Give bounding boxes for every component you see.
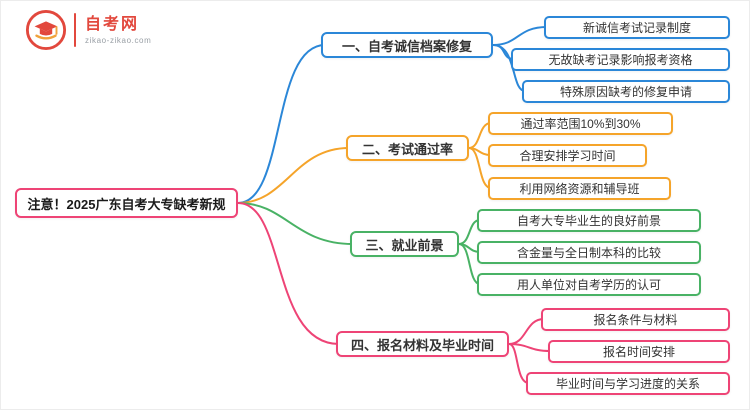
child-node-3-3[interactable]: 用人单位对自考学历的认可 (477, 273, 701, 296)
branch-node-4[interactable]: 四、报名材料及毕业时间 (336, 331, 509, 357)
logo-domain: zikao-zikao.com (85, 35, 152, 45)
branch-node-2[interactable]: 二、考试通过率 (346, 135, 469, 161)
site-logo: 自考网 zikao-zikao.com (25, 9, 151, 51)
root-node[interactable]: 注意！2025广东自考大专缺考新规 (15, 188, 238, 218)
logo-divider (74, 13, 76, 47)
child-node-3-1[interactable]: 自考大专毕业生的良好前景 (477, 209, 701, 232)
logo-title: 自考网 (85, 15, 140, 33)
edge-branch4-child1 (508, 318, 545, 345)
child-node-2-2[interactable]: 合理安排学习时间 (488, 144, 647, 167)
logo-text: 自考网 zikao-zikao.com (85, 15, 151, 46)
edge-root-branch1 (237, 44, 326, 204)
child-node-4-1[interactable]: 报名条件与材料 (541, 308, 730, 331)
edge-root-branch4 (237, 202, 340, 345)
child-node-1-2[interactable]: 无故缺考记录影响报考资格 (511, 48, 730, 71)
child-node-1-1[interactable]: 新诚信考试记录制度 (544, 16, 730, 39)
edge-branch4-child2 (508, 343, 551, 352)
child-node-1-3[interactable]: 特殊原因缺考的修复申请 (522, 80, 730, 103)
branch-node-3[interactable]: 三、就业前景 (350, 231, 459, 257)
child-node-4-2[interactable]: 报名时间安排 (548, 340, 730, 363)
edge-root-branch2 (237, 147, 350, 204)
edge-branch1-child1 (492, 26, 548, 46)
branch-node-1[interactable]: 一、自考诚信档案修复 (321, 32, 493, 58)
child-node-2-3[interactable]: 利用网络资源和辅导班 (488, 177, 671, 200)
child-node-4-3[interactable]: 毕业时间与学习进度的关系 (526, 372, 730, 395)
edge-root-branch3 (237, 202, 354, 245)
graduation-cap-icon (25, 9, 67, 51)
child-node-2-1[interactable]: 通过率范围10%到30% (488, 112, 673, 135)
child-node-3-2[interactable]: 含金量与全日制本科的比较 (477, 241, 701, 264)
